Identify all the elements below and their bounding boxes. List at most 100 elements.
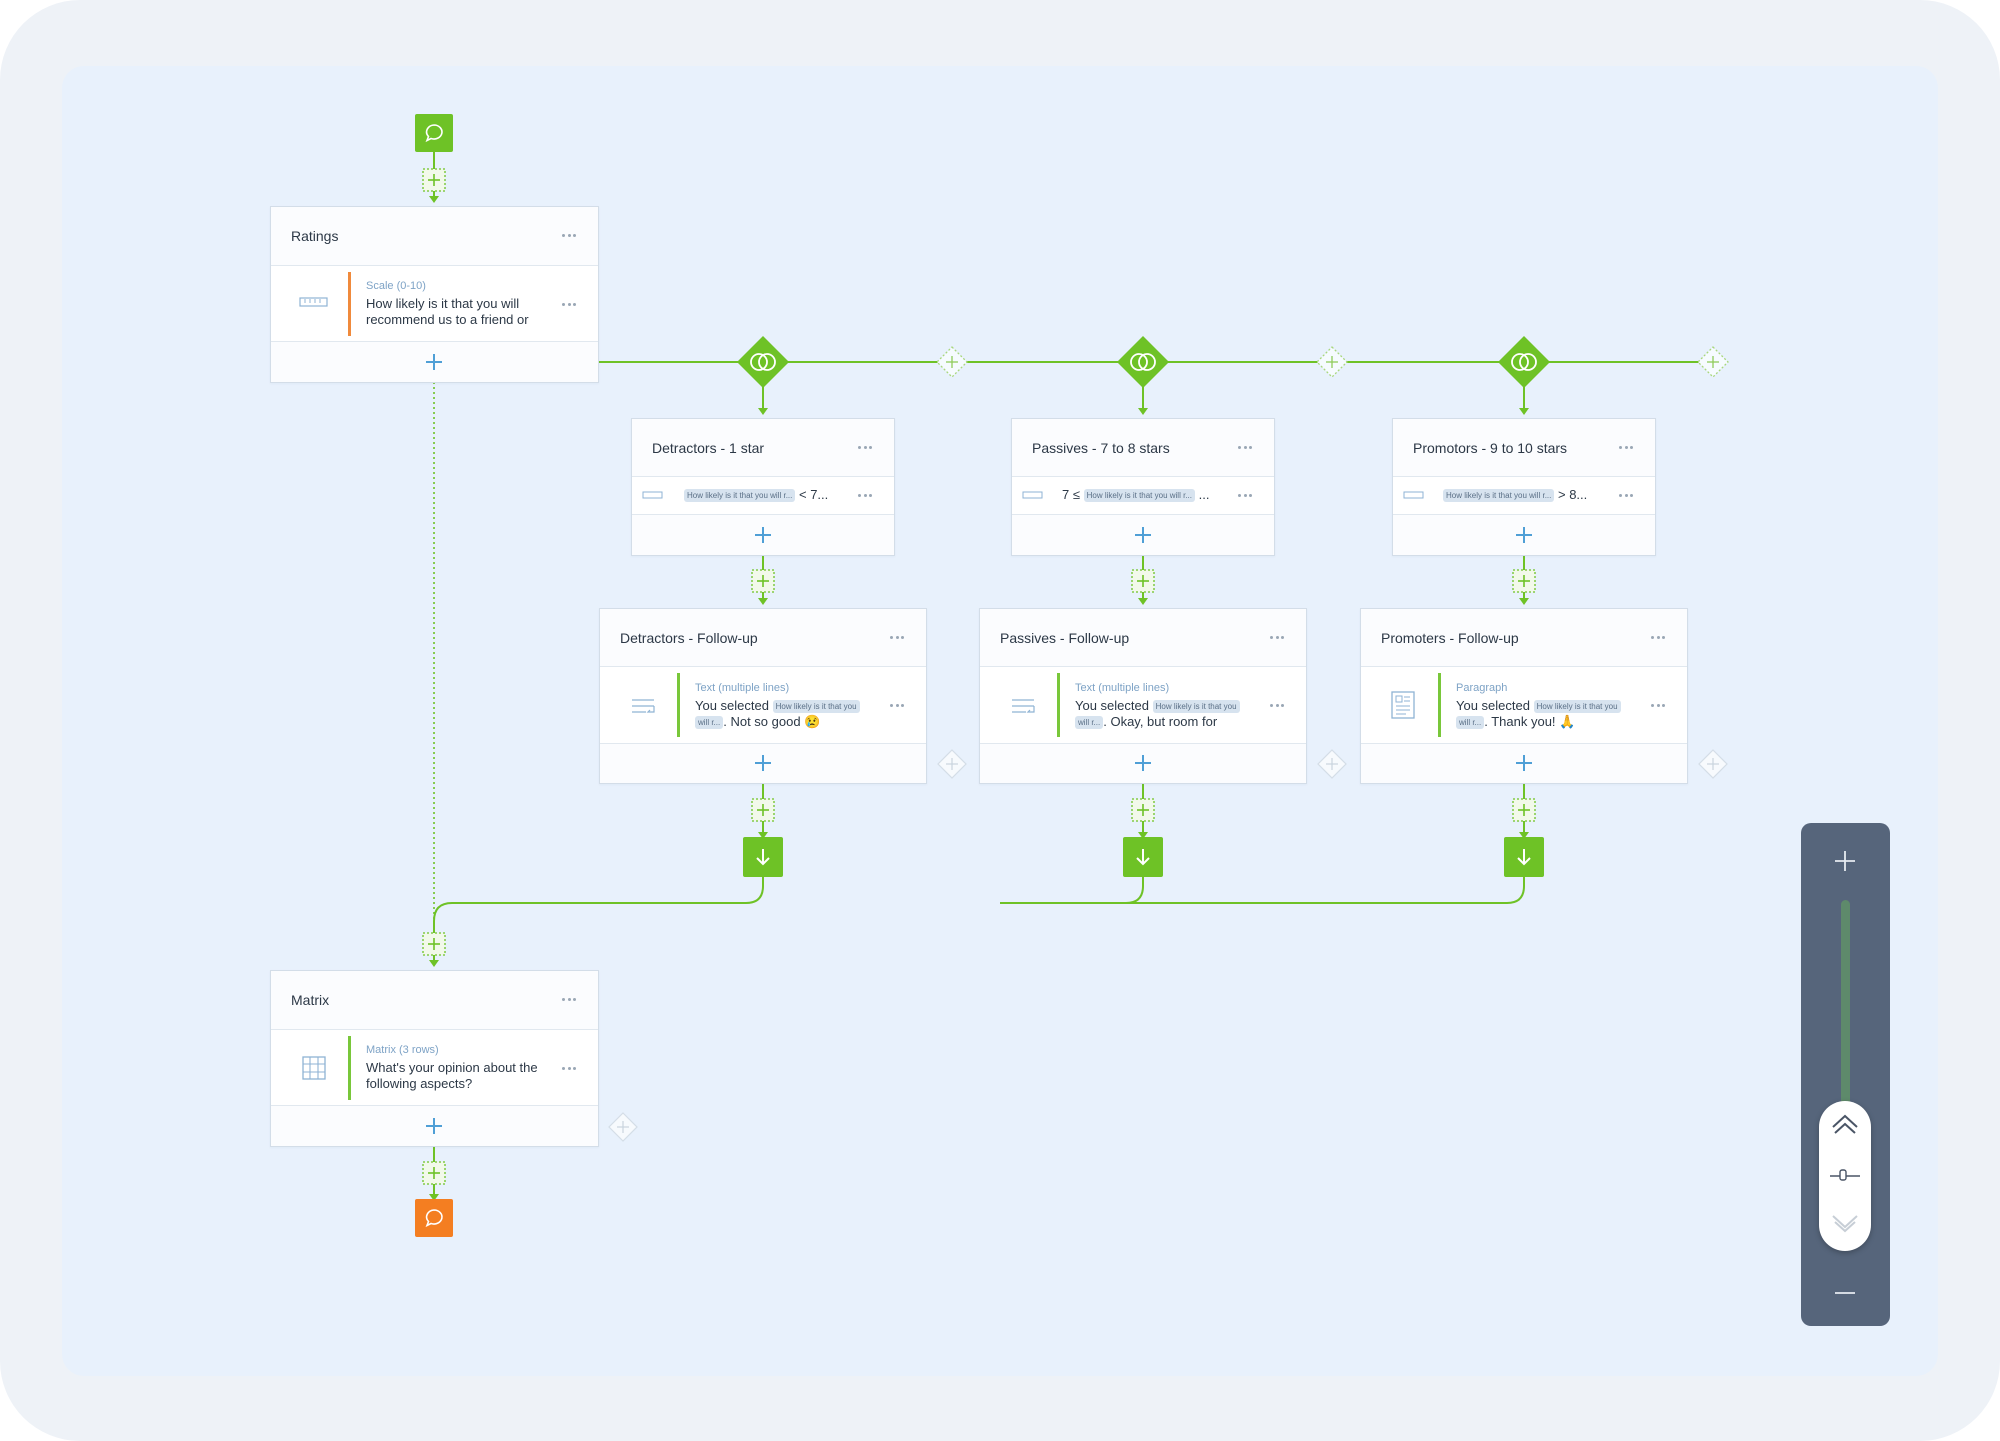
more-menu-icon[interactable] <box>1270 636 1284 640</box>
condition-operator: < 7... <box>799 487 829 502</box>
condition-text: How likely is it that you will r... < 7.… <box>684 487 829 503</box>
add-rule-icon[interactable] <box>1516 527 1532 543</box>
more-menu-icon[interactable] <box>1270 704 1284 708</box>
more-menu-icon[interactable] <box>1619 446 1633 450</box>
zoom-out-icon[interactable] <box>1833 1281 1857 1305</box>
card-title: Passives - 7 to 8 stars <box>1032 440 1170 456</box>
zoom-in-icon[interactable] <box>1833 849 1857 873</box>
card-header: Detractors - Follow-up <box>600 609 926 667</box>
variable-chip: How likely is it that you <box>772 700 860 714</box>
question-type: Matrix (3 rows) <box>366 1044 439 1056</box>
more-menu-icon[interactable] <box>1619 494 1633 498</box>
question-suffix: . Thank you! 🙏 <box>1484 714 1576 729</box>
more-menu-icon[interactable] <box>858 494 872 498</box>
branch-condition-icon[interactable] <box>737 336 1550 388</box>
end-arrow-icon <box>1517 849 1531 866</box>
card-title: Ratings <box>291 228 339 244</box>
add-question-icon[interactable] <box>755 755 771 771</box>
card-title: Detractors - 1 star <box>652 440 765 456</box>
question-block[interactable]: Paragraph You selected How likely is it … <box>1361 667 1687 744</box>
variable-chip: How likely is it that you <box>1152 700 1240 714</box>
condition-prefix: 7 ≤ <box>1062 487 1080 502</box>
more-menu-icon[interactable] <box>890 704 904 708</box>
question-prefix: You selected <box>1075 698 1149 713</box>
more-menu-icon[interactable] <box>890 636 904 640</box>
more-menu-icon[interactable] <box>1651 704 1665 708</box>
question-text: What's your opinion about the following … <box>366 1060 538 1091</box>
condition-card-passives[interactable]: Passives - 7 to 8 stars 7 ≤ How likely i… <box>1011 418 1275 556</box>
card-header: Ratings <box>271 207 598 266</box>
variable-chip: How likely is it that you will r... <box>684 489 796 503</box>
pan-down-icon[interactable] <box>1831 1213 1859 1235</box>
card-title: Promoters - Follow-up <box>1381 630 1519 646</box>
more-menu-icon[interactable] <box>562 998 576 1002</box>
accent-bar <box>1438 673 1441 737</box>
start-node[interactable] <box>415 114 453 152</box>
question-block[interactable]: Text (multiple lines) You selected How l… <box>600 667 926 744</box>
scale-ruler-icon <box>1403 491 1424 499</box>
zoom-control-panel <box>1801 823 1890 1326</box>
scale-ruler-icon <box>642 491 663 499</box>
add-rule-icon[interactable] <box>755 527 771 543</box>
condition-operator: ... <box>1198 487 1210 502</box>
ratings-card[interactable]: Ratings Scale (0-10) How likely is it th… <box>270 206 599 383</box>
chat-bubble-icon <box>425 1209 443 1228</box>
variable-chip: will r... <box>1075 716 1104 730</box>
end-arrow-button[interactable] <box>1504 837 1544 877</box>
add-rule-icon[interactable] <box>1135 527 1151 543</box>
card-title: Matrix <box>291 992 330 1008</box>
end-arrow-button[interactable] <box>743 837 783 877</box>
card-title: Promotors - 9 to 10 stars <box>1413 440 1568 456</box>
add-question-icon[interactable] <box>426 354 442 370</box>
condition-card-promotors[interactable]: Promotors - 9 to 10 stars How likely is … <box>1392 418 1656 556</box>
variable-chip: How likely is it that you will r... <box>1083 489 1195 503</box>
accent-bar <box>677 673 680 737</box>
scale-ruler-icon <box>1022 491 1043 499</box>
more-menu-icon[interactable] <box>1238 494 1252 498</box>
card-header: Passives - 7 to 8 stars <box>1012 419 1274 477</box>
end-node[interactable] <box>415 1199 453 1237</box>
condition-operator: > 8... <box>1558 487 1588 502</box>
card-title: Passives - Follow-up <box>1000 630 1130 646</box>
question-block[interactable]: Scale (0-10) How likely is it that you w… <box>271 266 598 342</box>
condition-rule[interactable]: 7 ≤ How likely is it that you will r... … <box>1012 477 1274 515</box>
accent-bar <box>348 1036 351 1100</box>
followup-card-promoters[interactable]: Promoters - Follow-up Paragraph You sele… <box>1360 608 1688 784</box>
question-type: Paragraph <box>1456 682 1508 694</box>
multiline-text-icon <box>632 699 655 713</box>
add-question-icon[interactable] <box>426 1118 442 1134</box>
more-menu-icon[interactable] <box>562 1067 576 1071</box>
question-block[interactable]: Matrix (3 rows) What's your opinion abou… <box>271 1030 598 1106</box>
card-header: Matrix <box>271 971 598 1030</box>
condition-rule[interactable]: How likely is it that you will r... > 8.… <box>1393 477 1655 515</box>
condition-rule[interactable]: How likely is it that you will r... < 7.… <box>632 477 894 515</box>
zoom-track[interactable] <box>1841 900 1850 1150</box>
more-menu-icon[interactable] <box>562 234 576 238</box>
question-prefix: You selected <box>1456 698 1530 713</box>
scale-ruler-icon <box>299 297 328 307</box>
more-menu-icon[interactable] <box>562 303 576 307</box>
followup-card-detractors[interactable]: Detractors - Follow-up Text (multiple li… <box>599 608 927 784</box>
accent-bar <box>348 272 351 336</box>
more-menu-icon[interactable] <box>1238 446 1252 450</box>
end-arrow-button[interactable] <box>1123 837 1163 877</box>
variable-chip: How likely is it that you will r... <box>1443 489 1555 503</box>
add-question-icon[interactable] <box>1516 755 1532 771</box>
matrix-card[interactable]: Matrix Matrix (3 rows) What's your opini… <box>270 970 599 1147</box>
condition-card-detractors[interactable]: Detractors - 1 star How likely is it tha… <box>631 418 895 556</box>
zoom-handle[interactable] <box>1819 1101 1871 1251</box>
condition-text: How likely is it that you will r... > 8.… <box>1443 487 1588 503</box>
followup-card-passives[interactable]: Passives - Follow-up Text (multiple line… <box>979 608 1307 784</box>
question-block[interactable]: Text (multiple lines) You selected How l… <box>980 667 1306 744</box>
variable-chip: How likely is it that you <box>1533 700 1621 714</box>
more-menu-icon[interactable] <box>858 446 872 450</box>
multiline-text-icon <box>1012 699 1035 713</box>
pan-up-icon[interactable] <box>1831 1113 1859 1135</box>
add-question-icon[interactable] <box>1135 755 1151 771</box>
card-header: Detractors - 1 star <box>632 419 894 477</box>
question-type: Text (multiple lines) <box>1075 682 1170 694</box>
paragraph-icon <box>1391 691 1415 719</box>
more-menu-icon[interactable] <box>1651 636 1665 640</box>
